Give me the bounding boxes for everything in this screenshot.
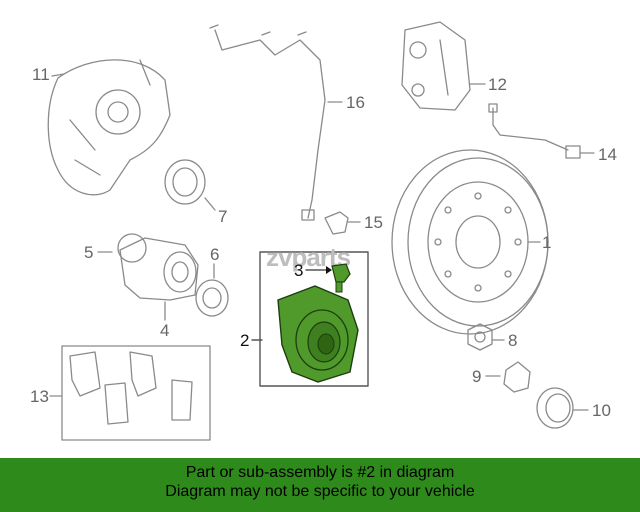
- arrow-3: [326, 266, 332, 274]
- hub-bearing-assembly-part[interactable]: [277, 285, 359, 383]
- callout-6: 6: [210, 245, 219, 264]
- leader-11: [51, 73, 65, 77]
- abs-sensor-part[interactable]: [324, 211, 349, 235]
- callout-9: 9: [472, 367, 481, 386]
- callout-13: 13: [30, 387, 49, 406]
- callout-2: 2: [240, 331, 249, 350]
- hub-knuckle-part[interactable]: [117, 233, 199, 301]
- callout-14: 14: [598, 145, 617, 164]
- bearing-part[interactable]: [195, 279, 229, 317]
- highlight-box: [259, 251, 369, 387]
- brake-pads-part[interactable]: [61, 345, 211, 441]
- leader-7: [204, 197, 216, 211]
- lock-cap-part[interactable]: [503, 361, 531, 393]
- callout-16: 16: [346, 93, 365, 112]
- abs-sensor-wire-part[interactable]: [209, 24, 326, 221]
- callout-11: 11: [32, 65, 50, 84]
- callout-4: 4: [160, 321, 169, 340]
- callout-15: 15: [364, 213, 383, 232]
- callout-10: 10: [592, 401, 611, 420]
- callout-1: 1: [542, 233, 551, 252]
- banner-line-1: Part or sub-assembly is #2 in diagram: [185, 464, 455, 481]
- callout-7: 7: [218, 207, 227, 226]
- caliper-part[interactable]: [401, 21, 471, 111]
- dust-shield-part[interactable]: [47, 59, 171, 196]
- parts-diagram: 11 7 16 12 14 15: [30, 21, 617, 441]
- callout-8: 8: [508, 331, 517, 350]
- callout-5: 5: [84, 243, 93, 262]
- banner-line-2: Diagram may not be specific to your vehi…: [165, 483, 475, 500]
- vehicle-notice-banner: Part or sub-assembly is #2 in diagram Di…: [0, 458, 640, 512]
- lock-nut-part[interactable]: [467, 323, 493, 351]
- oil-seal-part[interactable]: [164, 159, 206, 205]
- callout-12: 12: [488, 75, 507, 94]
- callout-3: 3: [294, 261, 303, 280]
- grease-cap-part[interactable]: [536, 387, 574, 429]
- hub-bolt-part[interactable]: [331, 263, 351, 293]
- brake-rotor-part[interactable]: [391, 149, 549, 335]
- brake-hose-part[interactable]: [488, 103, 581, 159]
